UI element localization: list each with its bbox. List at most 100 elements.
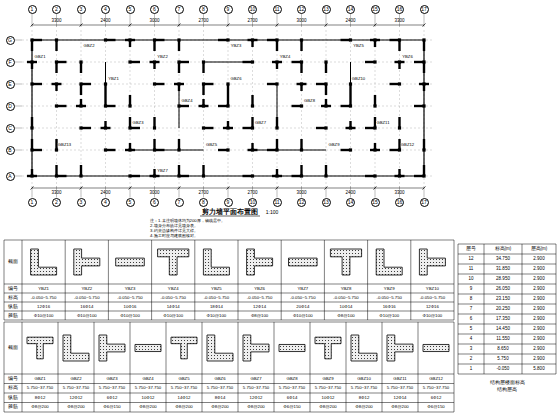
wall-column (373, 38, 376, 41)
rebar-dots (330, 249, 361, 275)
table-cell: 14Φ14 (167, 304, 180, 308)
axis-bubble: 14 (346, 5, 355, 14)
axis-leader (179, 186, 180, 198)
axis-bubble: 8 (199, 5, 208, 14)
table-rule (4, 240, 5, 320)
section-outline (243, 335, 269, 361)
rebar-dots (27, 337, 53, 359)
wall-column (226, 82, 229, 85)
table-cell: 10Φ14 (340, 304, 353, 308)
table-rule (458, 244, 556, 245)
shear-wall (31, 40, 33, 51)
wall-tag: GBZ5 (206, 143, 218, 147)
table-cell: 2.900 (533, 267, 544, 272)
section-outline (116, 258, 145, 266)
table-cell: Φ8@200 (355, 405, 372, 409)
table-rule (458, 294, 556, 295)
wall-tag: YBZ4 (279, 55, 290, 59)
wall-column (128, 174, 131, 177)
axis-bubble: 2 (52, 5, 61, 14)
axis-number: 7 (178, 7, 181, 12)
axis-bubble: 4 (101, 5, 110, 14)
rebar-dots (351, 335, 377, 361)
axis-bubble: 8 (199, 198, 208, 207)
rebar-dots (207, 335, 233, 361)
shear-wall (370, 149, 380, 151)
wall-column (300, 38, 303, 41)
dimension-text: 2400 (345, 190, 355, 195)
dimension-text: 2400 (100, 18, 110, 23)
table-cell: 5.750 (497, 357, 508, 362)
table-cell: 8Φ14 (215, 396, 226, 400)
axis-bubble: 1 (28, 5, 37, 14)
table-cell: -0.050~5.750 (376, 295, 401, 299)
wall-column (324, 60, 327, 63)
shear-wall (31, 139, 33, 150)
axis-number: 2 (55, 7, 58, 12)
wall-column (55, 174, 58, 177)
table-cell: Φ6@150 (103, 405, 120, 409)
rebar-dots (387, 335, 413, 361)
wall-column (30, 148, 33, 151)
wall-column (324, 82, 327, 85)
axis-line (22, 62, 432, 63)
wall-column (422, 38, 425, 41)
table-rule (4, 402, 454, 403)
table-cell: Φ8@200 (31, 405, 48, 409)
table-cell: Φ10@100 (163, 313, 183, 317)
axis-leader (15, 128, 23, 129)
rebar-dots (203, 249, 229, 275)
table-cell: 20Φ14 (296, 304, 309, 308)
wall-column (55, 104, 58, 107)
dimension-text: 3300 (51, 18, 61, 23)
table-cell: 2.900 (533, 317, 544, 322)
axis-number: A (8, 174, 11, 179)
axis-bubble: 10 (248, 198, 257, 207)
table-cell: 12Φ12 (250, 396, 263, 400)
table-cell: 5.750~37.750 (135, 386, 161, 390)
wall-column (226, 104, 229, 107)
table-cell: 4 (470, 337, 473, 342)
table-caption: 结构层高 (497, 387, 517, 392)
scale-text: 1:100 (266, 210, 279, 215)
shear-wall (248, 39, 258, 41)
wall-column (300, 60, 303, 63)
axis-number: 5 (129, 7, 132, 12)
shear-wall (80, 62, 82, 73)
shear-wall (297, 83, 307, 85)
rebar-dots (74, 249, 100, 275)
shear-wall (55, 165, 57, 176)
table-cell: YBZ9 (384, 286, 395, 290)
axis-number: 15 (372, 7, 378, 12)
table-cell: 2.900 (533, 277, 544, 282)
rebar-dots (135, 344, 161, 351)
table-cell: GBZ4 (142, 377, 153, 381)
table-cell: 9 (470, 287, 473, 292)
shear-wall (251, 95, 253, 106)
section-outline (419, 249, 445, 275)
table-rule (522, 244, 523, 374)
title-underline (200, 216, 260, 217)
shear-wall (272, 175, 282, 177)
wall-column (422, 148, 425, 151)
rebar-dots (116, 258, 145, 266)
wall-column (275, 60, 278, 63)
wall-column (128, 38, 131, 41)
axis-number: 12 (299, 7, 305, 12)
wall-tag: GBZ4 (181, 99, 193, 103)
table-rule (458, 254, 556, 255)
rebar-dots (247, 249, 273, 275)
table-rule (4, 302, 454, 303)
wall-column (153, 60, 156, 63)
axis-bubble: 15 (371, 5, 380, 14)
table-cell: 20.250 (496, 307, 510, 312)
table-rule (458, 284, 556, 285)
rebar-dots (158, 249, 189, 275)
table-cell: 5.750~37.750 (99, 386, 125, 390)
axis-leader (81, 14, 82, 28)
note-text: 2.墙身分布筋详见墙身表。 (150, 224, 198, 228)
table-cell: -0.050~5.750 (290, 295, 315, 299)
wall-column (373, 126, 376, 129)
table-rule (458, 304, 556, 305)
wall-tag: YBZ7 (157, 169, 168, 173)
